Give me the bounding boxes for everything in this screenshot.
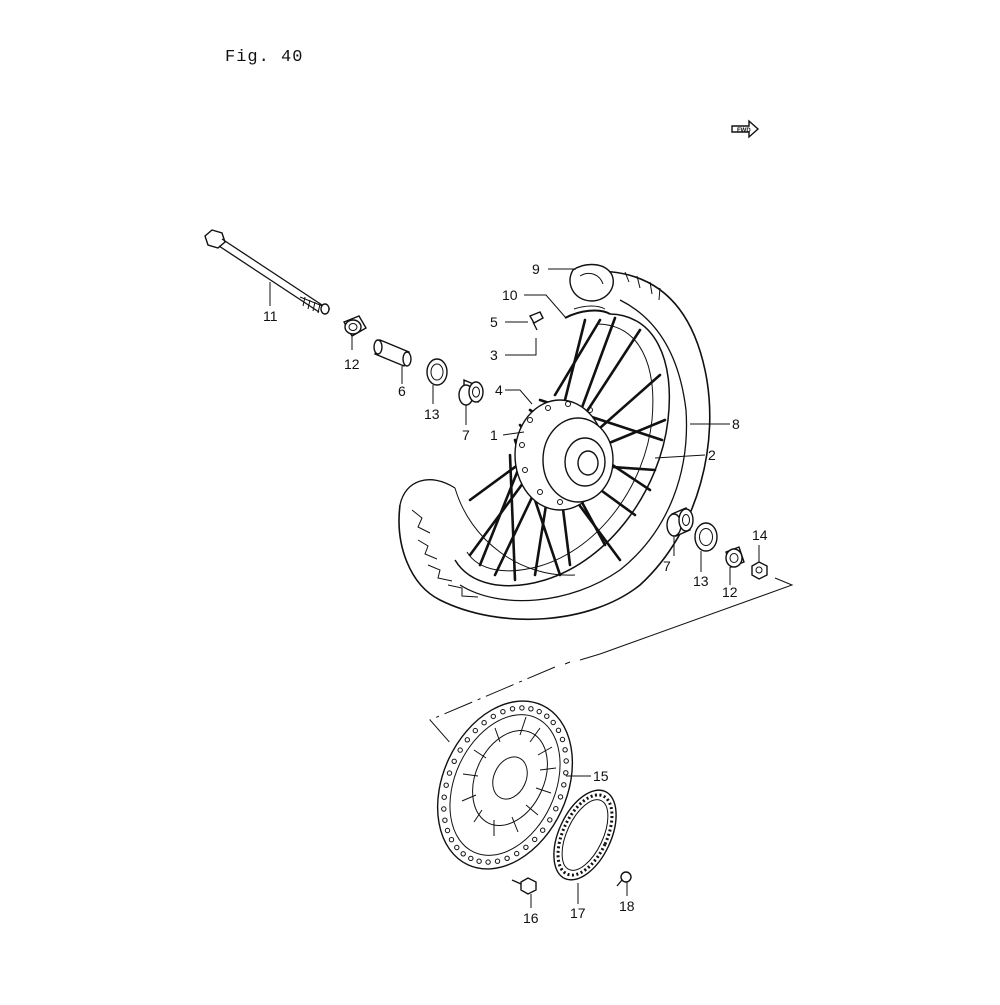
disc-hole (523, 844, 529, 850)
axle-part (204, 229, 331, 315)
abs-ring-part (553, 789, 617, 881)
disc-hole (451, 758, 457, 764)
leader-lines (269, 268, 760, 908)
callout-17: 17 (570, 905, 586, 921)
disc-hole (509, 706, 516, 712)
disc-bolt-part (511, 877, 537, 895)
bearing-right-part (666, 507, 694, 537)
callout-4: 4 (495, 382, 503, 398)
disc-hole (464, 737, 470, 743)
callout-11: 11 (263, 308, 278, 324)
callout-16: 16 (523, 910, 539, 926)
callout-9: 9 (532, 261, 540, 277)
callout-13-right: 13 (693, 573, 709, 589)
disc-hole (559, 736, 566, 743)
collar-left-part (342, 315, 367, 337)
callout-14: 14 (752, 527, 768, 543)
fwd-badge-text: FWD (737, 128, 751, 134)
disc-hole (500, 709, 506, 715)
callout-8: 8 (732, 416, 740, 432)
screw-part (528, 311, 544, 331)
disc-hole (540, 827, 546, 833)
callout-5: 5 (490, 314, 498, 330)
disc-hole (446, 770, 453, 776)
disc-hole (555, 727, 562, 733)
disc-hole (547, 817, 553, 823)
disc-hole (504, 855, 510, 861)
disc-hole (476, 858, 482, 864)
disc-hole (536, 708, 542, 715)
callout-13: 13 (424, 406, 440, 422)
callout-7-right: 7 (663, 558, 671, 574)
callout-7: 7 (462, 427, 470, 443)
disc-hole (444, 827, 451, 834)
disc-hole (490, 713, 496, 720)
disc-hole (557, 794, 564, 800)
disc-hole (472, 727, 478, 734)
tire-part (398, 270, 711, 620)
rim-band-part (564, 305, 611, 319)
disc-hole (481, 720, 487, 726)
disc-hole (550, 719, 556, 726)
disc-hole (485, 859, 491, 865)
disc-hole (448, 837, 455, 843)
disc-hole (561, 782, 567, 788)
collar-right-part (725, 546, 745, 568)
callout-labels: 11 12 6 13 7 9 10 5 3 4 1 2 8 7 13 12 14… (263, 261, 768, 926)
disc-hole (563, 758, 569, 764)
callout-10: 10 (502, 287, 518, 303)
callout-12-right: 12 (722, 584, 738, 600)
hub-part (514, 399, 614, 511)
ring-screw-part (616, 871, 632, 887)
figure-title: Fig. 40 (225, 48, 304, 67)
disc-hole (442, 817, 448, 823)
disc-hole (441, 794, 447, 800)
inner-tube-part (569, 263, 614, 302)
fwd-arrow-icon: FWD (731, 119, 760, 139)
callout-2: 2 (708, 447, 716, 463)
rim-part (454, 313, 671, 587)
brake-disc-part (436, 700, 574, 870)
disc-hole (553, 806, 559, 812)
callout-18: 18 (619, 898, 635, 914)
disc-hole (441, 806, 447, 812)
oil-seal-left-part (426, 358, 448, 386)
disc-hole (443, 782, 449, 788)
disc-hole (562, 747, 568, 753)
disc-hole (454, 844, 460, 851)
assembly-centerline (429, 577, 794, 746)
callout-6: 6 (398, 383, 406, 399)
oil-seal-right-part (694, 522, 718, 552)
disc-hole (528, 706, 534, 712)
callout-1: 1 (490, 427, 498, 443)
disc-hole (457, 747, 463, 753)
disc-hole (544, 713, 550, 719)
callout-3: 3 (490, 347, 498, 363)
disc-hole (514, 850, 520, 857)
disc-hole (494, 858, 501, 864)
callout-15: 15 (593, 768, 609, 784)
axle-nut-part (751, 561, 768, 580)
disc-hole (532, 836, 538, 843)
disc-hole (460, 851, 466, 857)
spacer-tube-part (373, 339, 412, 367)
bearing-left-part (458, 378, 484, 406)
disc-hole (519, 705, 525, 711)
disc-hole (468, 855, 474, 862)
callout-12: 12 (344, 356, 360, 372)
disc-hole (563, 770, 569, 776)
